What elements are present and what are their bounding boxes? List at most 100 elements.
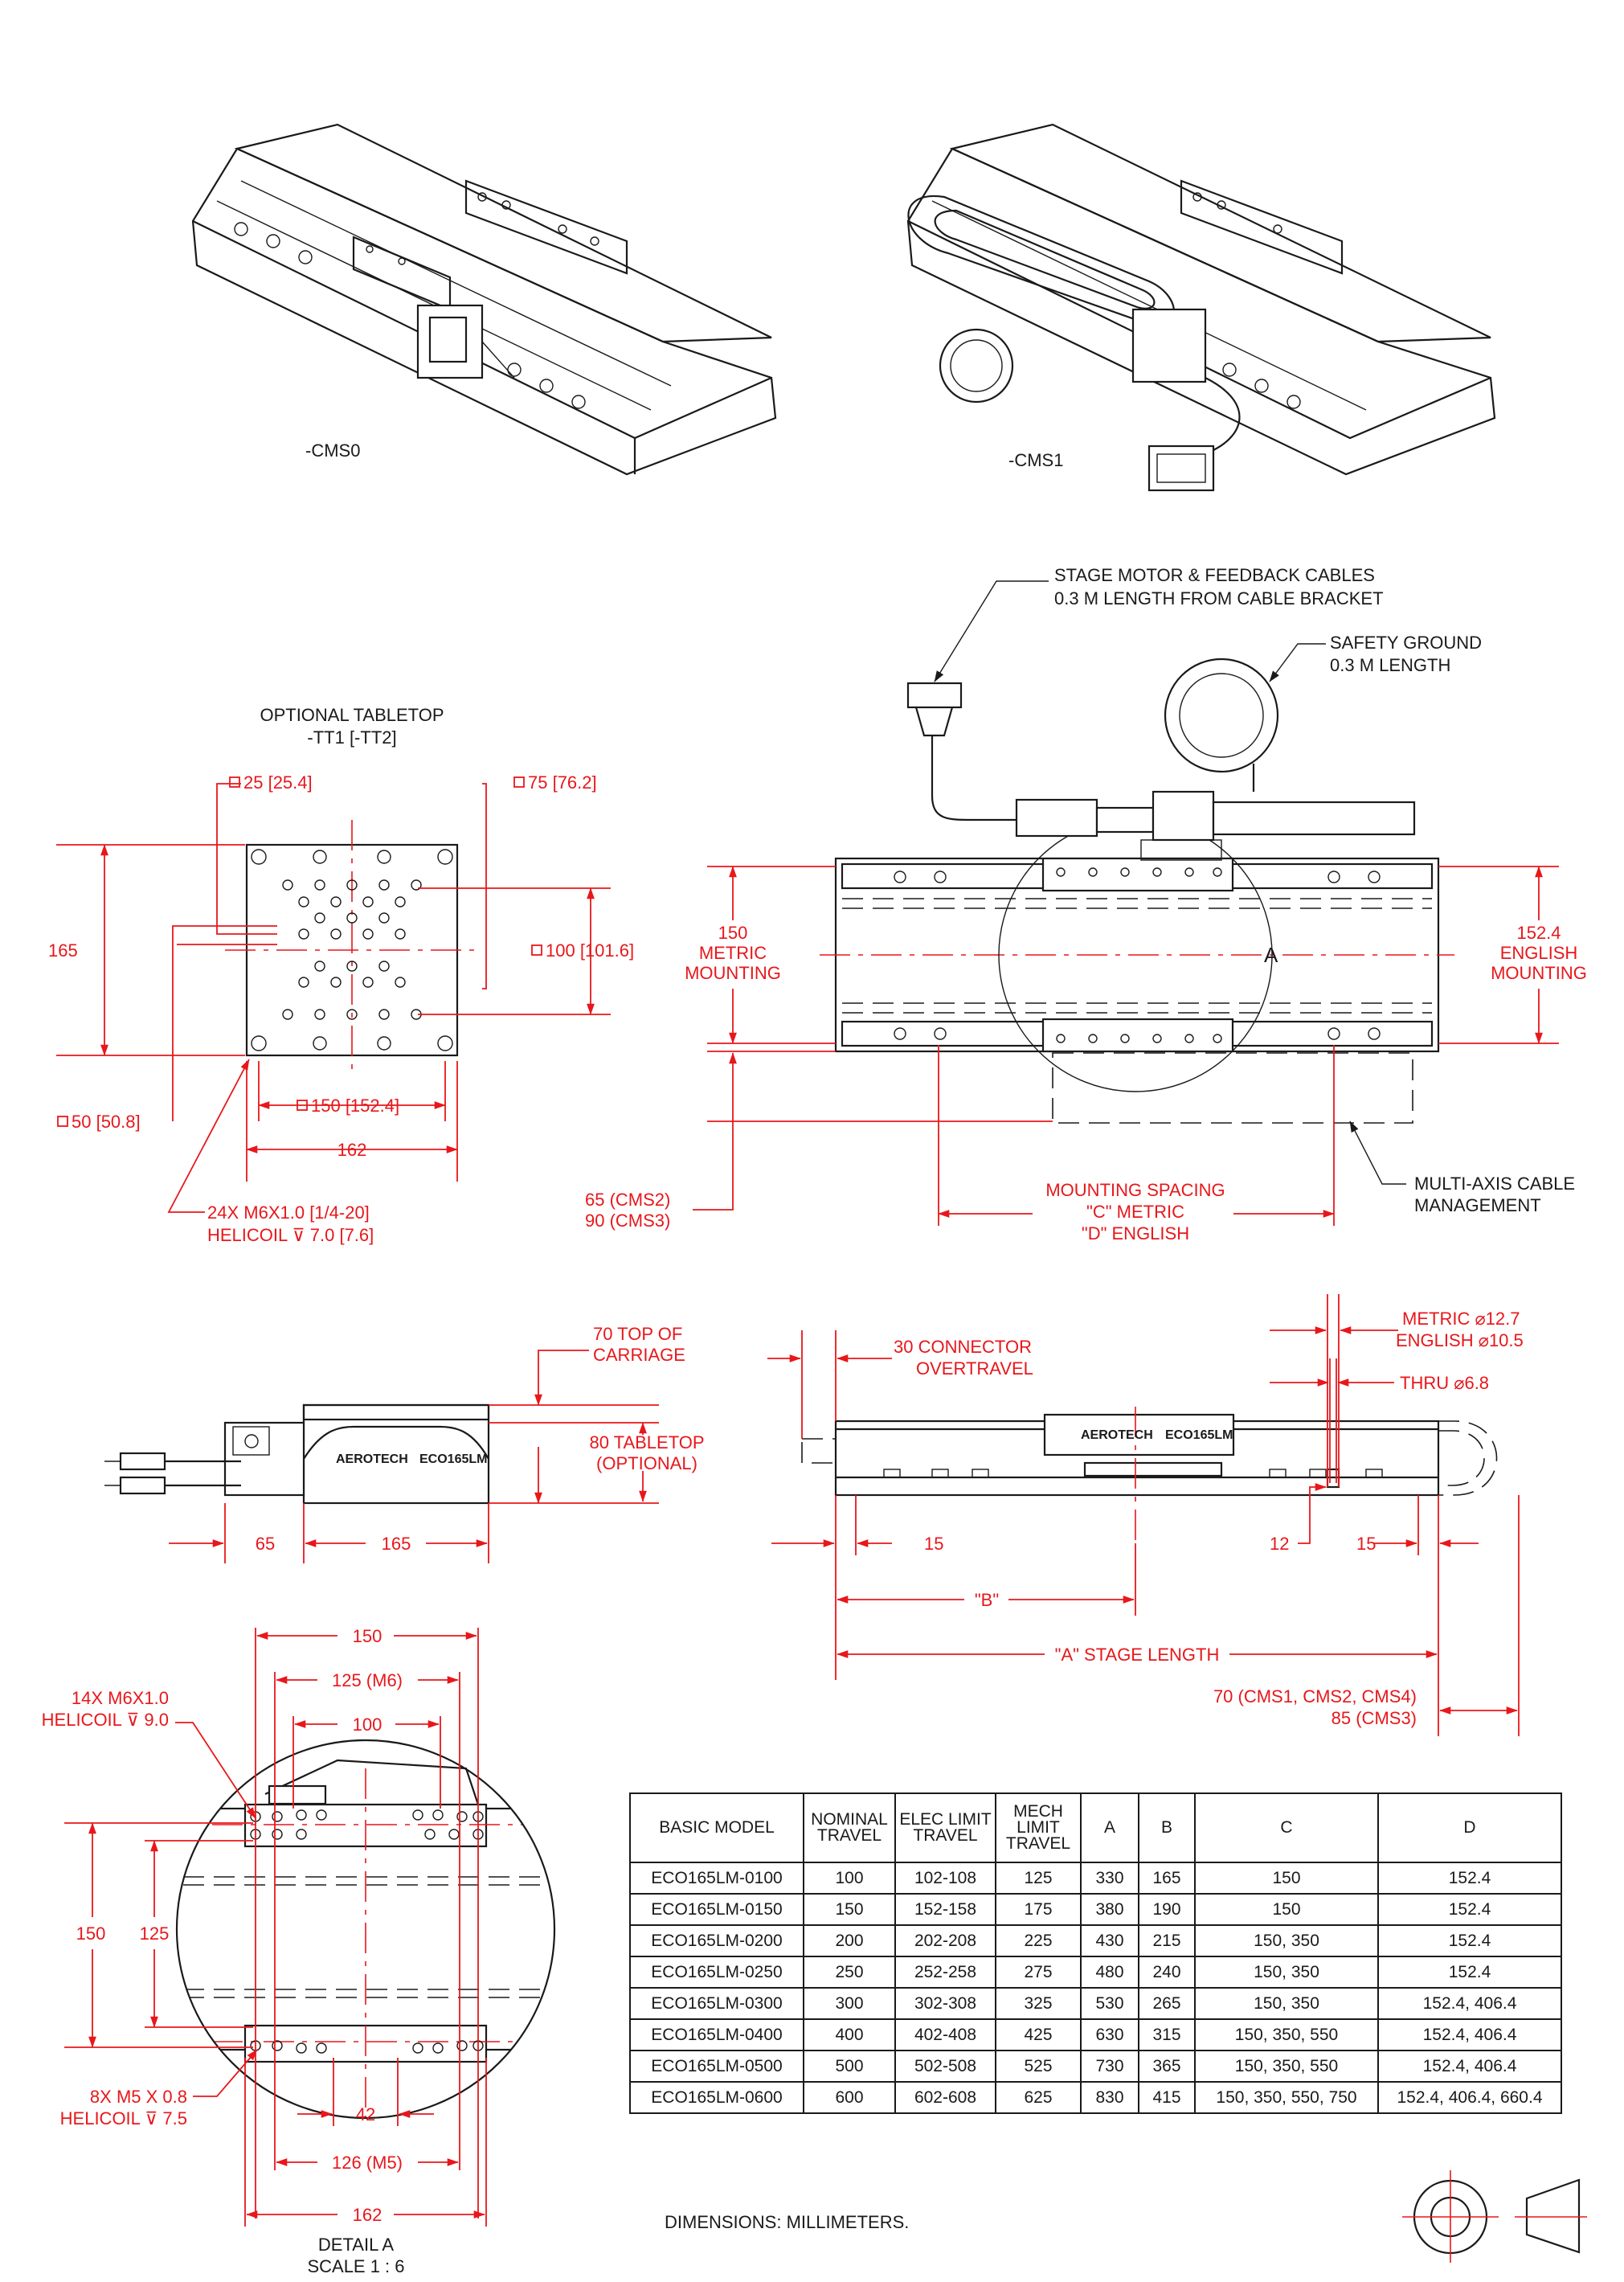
cell-c: 150, 350 xyxy=(1194,1987,1379,2020)
mounting-spacing-english: "D" ENGLISH xyxy=(1082,1223,1189,1243)
cell-b: 165 xyxy=(1138,1862,1196,1895)
cell-mech-limit: 125 xyxy=(995,1862,1082,1895)
cell-elec-limit: 502-508 xyxy=(894,2050,996,2083)
cell-a: 530 xyxy=(1080,1987,1139,2020)
end-view-dim-65: 65 xyxy=(256,1534,275,1554)
side-dim-15-left: 15 xyxy=(924,1534,943,1554)
cell-mech-limit: 275 xyxy=(995,1956,1082,1989)
tabletop-subtitle: -TT1 [-TT2] xyxy=(307,727,396,748)
tabletop-plan xyxy=(56,776,611,1213)
cell-model: ECO165LM-0600 xyxy=(629,2081,804,2114)
cell-a: 430 xyxy=(1080,1924,1139,1957)
cell-a: 630 xyxy=(1080,2018,1139,2051)
cms3-offset-side-label: 85 (CMS3) xyxy=(1332,1708,1417,1728)
cell-c: 150, 350 xyxy=(1194,1924,1379,1957)
cell-d: 152.4, 406.4 xyxy=(1377,2018,1562,2051)
column-header-b: B xyxy=(1138,1792,1196,1863)
carriage-top-label: 70 TOP OF xyxy=(593,1324,682,1344)
tabletop-dim-162: 162 xyxy=(337,1140,367,1160)
cell-d: 152.4, 406.4 xyxy=(1377,1987,1562,2020)
tabletop-title: OPTIONAL TABLETOP xyxy=(260,705,444,725)
cell-b: 240 xyxy=(1138,1956,1196,1989)
cell-nominal-travel: 300 xyxy=(803,1987,896,2020)
cell-elec-limit: 402-408 xyxy=(894,2018,996,2051)
detail-dim-150-left: 150 xyxy=(76,1924,106,1944)
metric-mounting-label-2: MOUNTING xyxy=(685,963,781,983)
m5-holes-label: 8X M5 X 0.8 xyxy=(90,2087,187,2107)
cell-a: 330 xyxy=(1080,1862,1139,1895)
cell-model: ECO165LM-0500 xyxy=(629,2050,804,2083)
tabletop-dim-100: 100 [101.6] xyxy=(546,940,634,961)
cms-offset-label: 70 (CMS1, CMS2, CMS4) xyxy=(1213,1686,1417,1706)
cell-mech-limit: 525 xyxy=(995,2050,1082,2083)
detail-dim-126-m5: 126 (M5) xyxy=(332,2153,403,2173)
cell-b: 265 xyxy=(1138,1987,1196,2020)
cell-c: 150, 350, 550 xyxy=(1194,2018,1379,2051)
cell-nominal-travel: 400 xyxy=(803,2018,896,2051)
end-view-dim-165: 165 xyxy=(382,1534,411,1554)
cell-model: ECO165LM-0200 xyxy=(629,1924,804,1957)
stage-top-view xyxy=(693,580,1559,1226)
carriage-top-label-2: CARRIAGE xyxy=(593,1345,685,1365)
stage-side-view xyxy=(767,1294,1520,1736)
cell-elec-limit: 602-608 xyxy=(894,2081,996,2114)
cell-nominal-travel: 250 xyxy=(803,1956,896,1989)
detail-dim-100: 100 xyxy=(353,1715,382,1735)
cell-c: 150 xyxy=(1194,1893,1379,1926)
column-header-a: A xyxy=(1080,1792,1139,1863)
isometric-view-cms0 xyxy=(191,123,777,476)
cell-elec-limit: 252-258 xyxy=(894,1956,996,1989)
cell-mech-limit: 325 xyxy=(995,1987,1082,2020)
cell-mech-limit: 175 xyxy=(995,1893,1082,1926)
multi-axis-label-2: MANAGEMENT xyxy=(1414,1195,1541,1215)
detail-a-view xyxy=(64,1628,556,2227)
variant-label-cms0: -CMS0 xyxy=(305,440,360,461)
metric-mounting-value: 150 xyxy=(718,923,748,943)
cell-model: ECO165LM-0400 xyxy=(629,2018,804,2051)
detail-dim-150-top: 150 xyxy=(353,1626,382,1646)
tabletop-dim-50: 50 [50.8] xyxy=(72,1112,141,1132)
tabletop-height-label: 80 TABLETOP xyxy=(589,1432,704,1452)
cell-d: 152.4 xyxy=(1377,1862,1562,1895)
side-view-brand: AEROTECH xyxy=(1081,1428,1153,1442)
cell-d: 152.4 xyxy=(1377,1893,1562,1926)
cell-d: 152.4 xyxy=(1377,1956,1562,1989)
specification-table: BASIC MODEL NOMINAL TRAVEL ELEC LIMIT TR… xyxy=(629,1792,1562,2114)
tabletop-helicoil-label: HELICOIL ⊽ 7.0 [7.6] xyxy=(207,1225,374,1245)
detail-dim-125-m6: 125 (M6) xyxy=(332,1670,403,1690)
cell-c: 150 xyxy=(1194,1862,1379,1895)
cell-model: ECO165LM-0300 xyxy=(629,1987,804,2020)
cell-b: 415 xyxy=(1138,2081,1196,2114)
m6-helicoil-label: HELICOIL ⊽ 9.0 xyxy=(42,1710,169,1730)
cell-d: 152.4, 406.4, 660.4 xyxy=(1377,2081,1562,2114)
cell-mech-limit: 225 xyxy=(995,1924,1082,1957)
english-hole-label: ENGLISH ⌀10.5 xyxy=(1396,1330,1524,1350)
tabletop-holes-label: 24X M6X1.0 [1/4-20] xyxy=(207,1202,370,1223)
column-header-mech-limit: MECH LIMIT TRAVEL xyxy=(995,1792,1082,1863)
stage-end-view xyxy=(104,1350,659,1563)
column-header-elec-limit: ELEC LIMIT TRAVEL xyxy=(894,1792,996,1863)
cell-mech-limit: 425 xyxy=(995,2018,1082,2051)
cell-nominal-travel: 200 xyxy=(803,1924,896,1957)
ground-length-label: 0.3 M LENGTH xyxy=(1330,655,1450,675)
cell-model: ECO165LM-0150 xyxy=(629,1893,804,1926)
detail-dim-42: 42 xyxy=(356,2104,375,2124)
cell-b: 190 xyxy=(1138,1893,1196,1926)
thru-hole-label: THRU ⌀6.8 xyxy=(1400,1373,1489,1393)
cell-elec-limit: 102-108 xyxy=(894,1862,996,1895)
cell-model: ECO165LM-0100 xyxy=(629,1862,804,1895)
english-mounting-label-2: MOUNTING xyxy=(1491,963,1587,983)
cell-c: 150, 350 xyxy=(1194,1956,1379,1989)
column-header-model: BASIC MODEL xyxy=(629,1792,804,1863)
end-view-model: ECO165LM xyxy=(419,1452,487,1466)
cell-elec-limit: 152-158 xyxy=(894,1893,996,1926)
isometric-view-cms1 xyxy=(906,123,1496,492)
cell-mech-limit: 625 xyxy=(995,2081,1082,2114)
tabletop-dim-75: 75 [76.2] xyxy=(528,772,597,793)
cell-a: 380 xyxy=(1080,1893,1139,1926)
